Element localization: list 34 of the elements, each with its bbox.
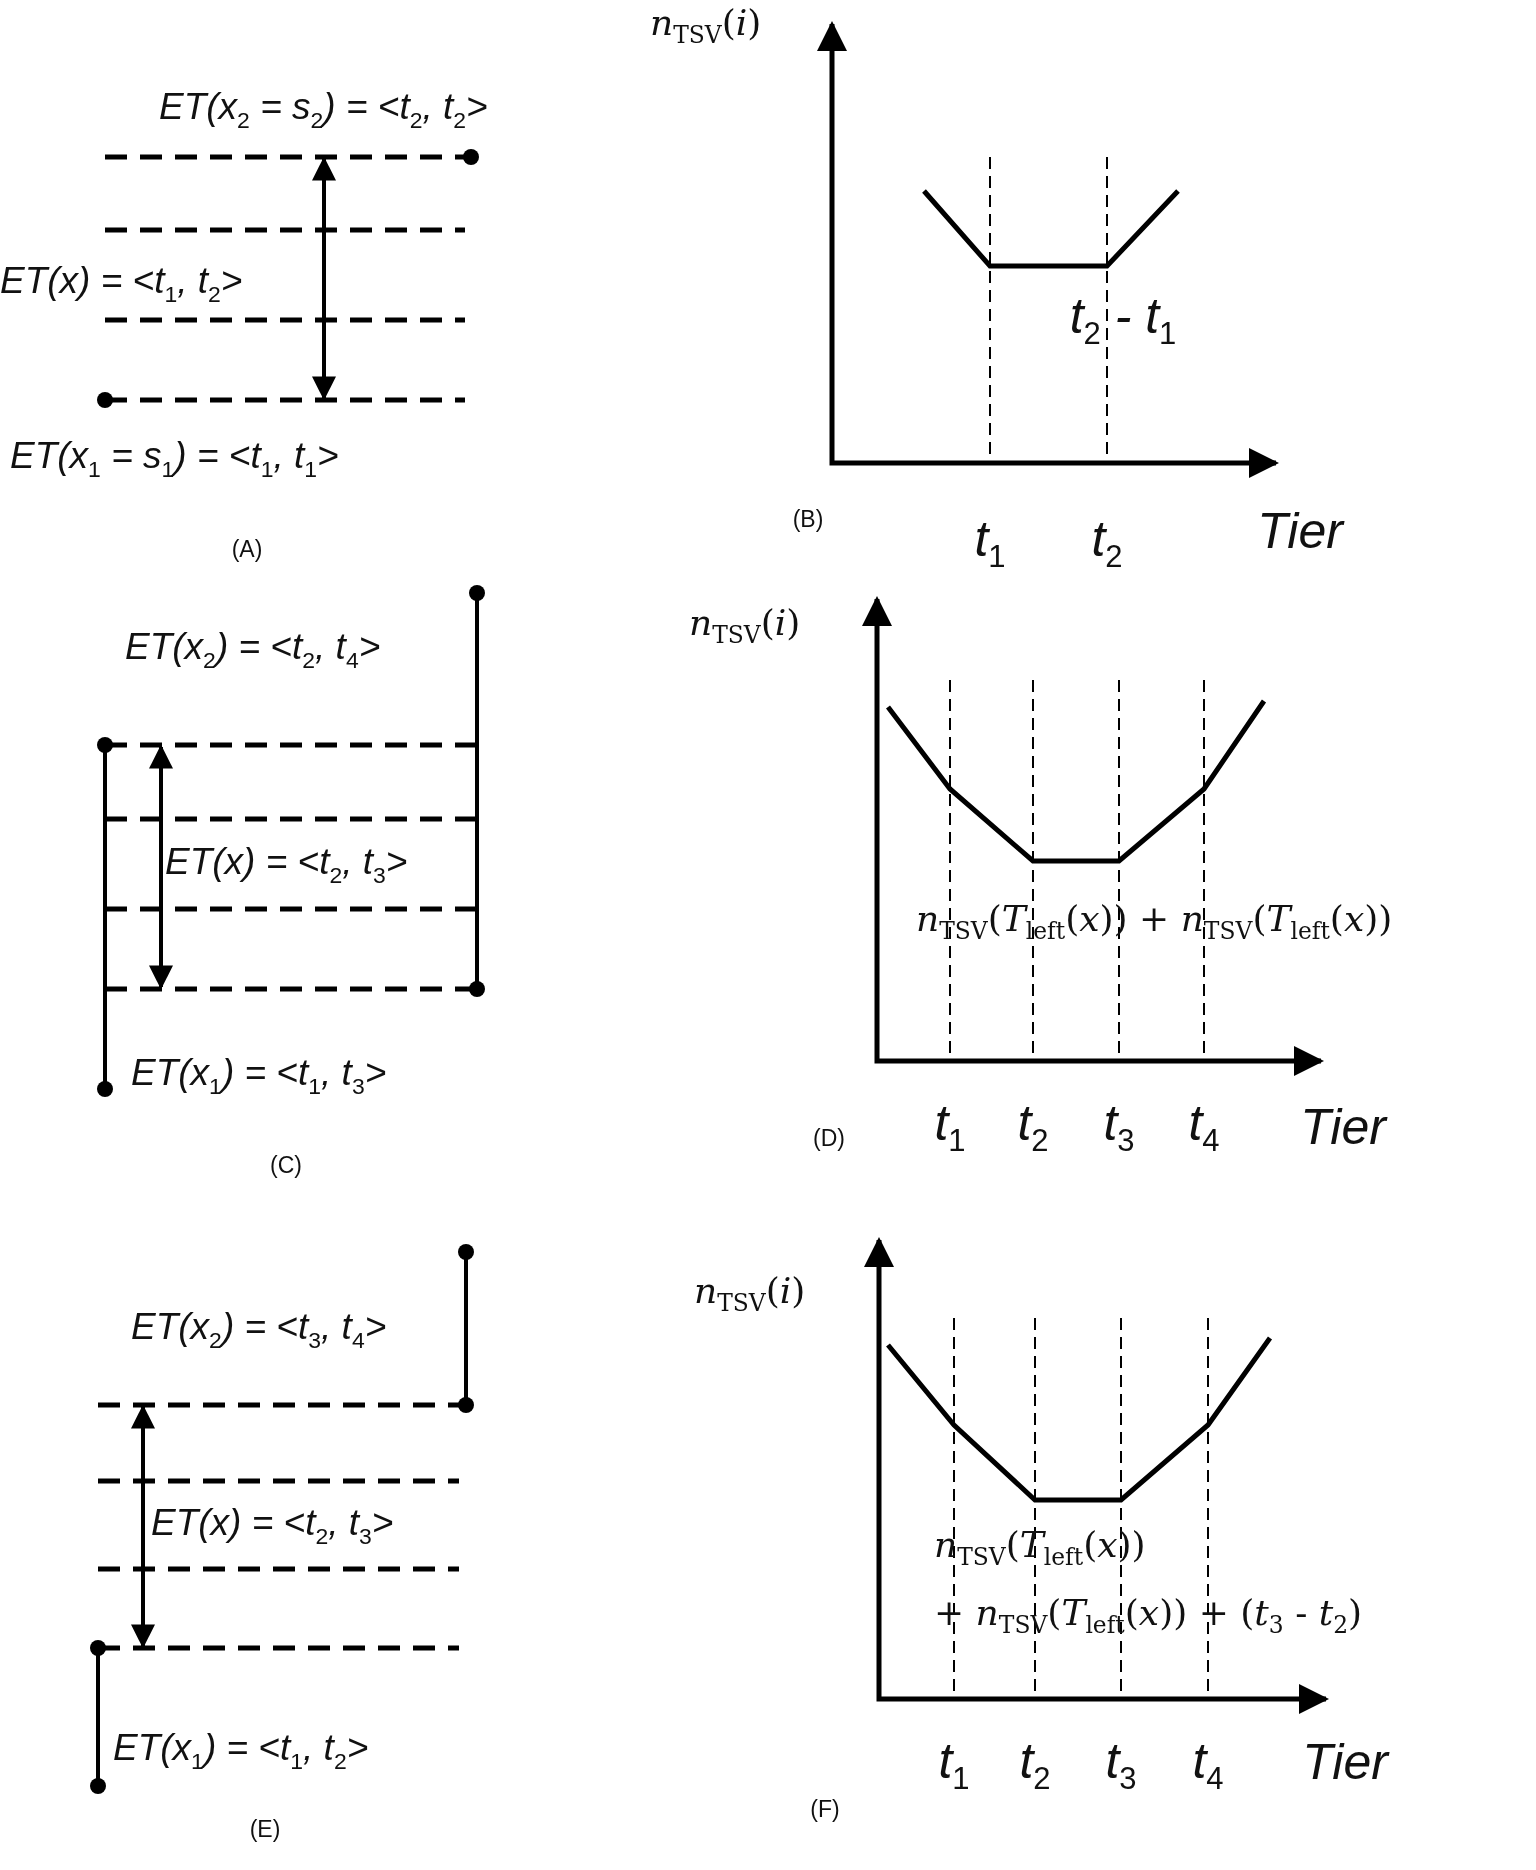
panel-label: (A) [231,537,263,563]
axis-label: Tier [1302,1734,1388,1790]
expression: ET(x) = <t$_{1}$, t$_{2}$> [0,261,243,307]
tick-label: t$_{4}$ [1188,1095,1220,1159]
expression: ET(x$_{2}$ = s$_{2}$) = <t$_{2}$, t$_{2}$> [159,87,488,133]
panel-label: (B) [792,507,824,533]
tick-label: t$_{1}$ [934,1095,966,1159]
axis-label: n$_{TSV}$(i) [650,3,762,49]
expression: ET(x$_{2}$) = <t$_{2}$, t$_{4}$> [125,627,381,673]
panel-label: (C) [270,1153,302,1179]
expression: ET(x$_{2}$) = <t$_{3}$, t$_{4}$> [131,1307,387,1353]
tick-label: t$_{2}$ [1017,1095,1049,1159]
axis-label: Tier [1300,1099,1386,1155]
expression: ET(x$_{1}$) = <t$_{1}$, t$_{3}$> [131,1053,387,1099]
panel-label: (D) [813,1126,845,1152]
formula: n$_{TSV}$(T$_{left}$(x)) [934,1525,1146,1571]
tick-label: t$_{2}$ [1019,1733,1051,1797]
axis-label: n$_{TSV}$(i) [694,1271,806,1317]
expression: ET(x) = <t$_{2}$, t$_{3}$> [151,1503,394,1549]
tick-label: t$_{1}$ [938,1733,970,1797]
formula: + n$_{TSV}$(T$_{left}$(x)) + (t$_{3}$ - t$_{2}$) [934,1593,1363,1639]
tick-label: t$_{4}$ [1192,1733,1224,1797]
expression: ET(x$_{1}$ = s$_{1}$) = <t$_{1}$, t$_{1}$> [10,436,339,482]
axis-label: n$_{TSV}$(i) [689,603,801,649]
annotation: t$_{2}$ - t$_{1}$ [1069,288,1177,352]
axis-label: Tier [1257,503,1343,559]
tick-label: t$_{3}$ [1103,1095,1135,1159]
expression: ET(x$_{1}$) = <t$_{1}$, t$_{2}$> [113,1728,369,1774]
tick-label: t$_{1}$ [974,511,1006,575]
panel-label: (F) [810,1797,840,1823]
tick-label: t$_{3}$ [1105,1733,1137,1797]
expression: ET(x) = <t$_{2}$, t$_{3}$> [165,842,408,888]
tick-label: t$_{2}$ [1091,511,1123,575]
panel-label: (E) [249,1817,281,1843]
